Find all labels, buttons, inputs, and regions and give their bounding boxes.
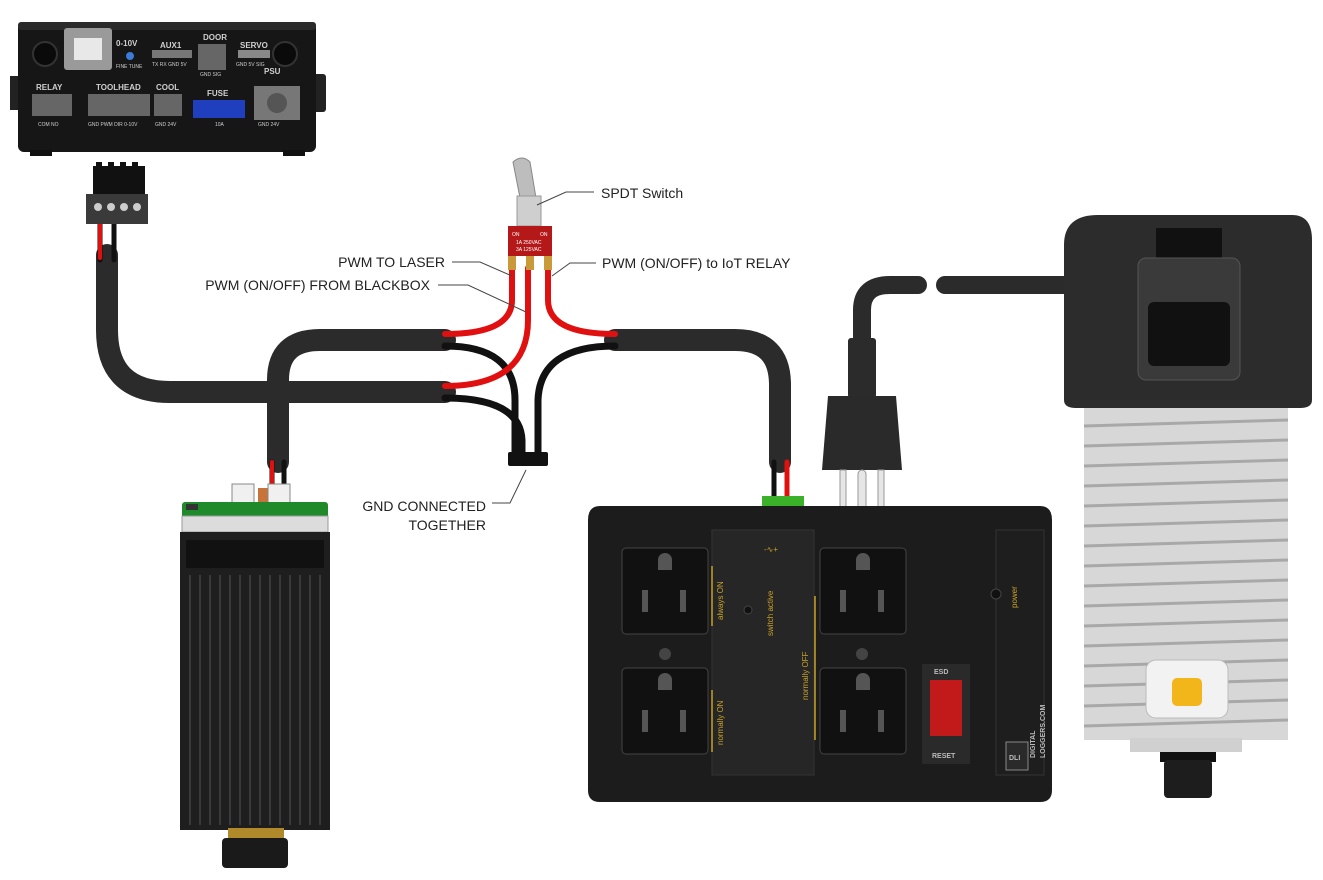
power-led [990, 588, 1002, 600]
label-switch-active: switch active [766, 590, 775, 636]
label-pwm-to-laser: PWM TO LASER [338, 254, 445, 270]
label-servo: SERVO [240, 41, 268, 50]
toolhead-plug [86, 162, 148, 224]
outlet-always-on[interactable] [621, 547, 709, 635]
switch-rating-2: 3A 125VAC [516, 247, 542, 253]
label-fine-tune: FINE TUNE [116, 64, 143, 70]
label-brand1: DIGITAL [1030, 730, 1037, 758]
label-power: power [1010, 586, 1019, 608]
dli-logo [1005, 741, 1029, 771]
label-aux1-pins: TX RX GND 5V [152, 62, 187, 68]
vacuum-body [1084, 408, 1288, 740]
outlet-normally-on[interactable] [621, 667, 709, 755]
annotations [438, 191, 596, 504]
spdt-switch[interactable]: ON ON 1A 250VAC 3A 125VAC [508, 157, 552, 270]
label-cool-pins: GND 24V [155, 122, 177, 128]
label-always-on: always ON [716, 581, 725, 620]
label-fuse-rating: 10A [215, 122, 225, 128]
red-wire-from-blackbox [442, 265, 531, 389]
laser-pcb [182, 502, 328, 518]
black-wire-from-laser [441, 342, 519, 462]
switch-active-led [743, 605, 753, 615]
laser-module [180, 483, 330, 868]
vacuum-ribs [1083, 418, 1289, 728]
red-wire-to-laser [442, 265, 515, 337]
blackbox-controller: 0-10V FINE TUNE AUX1 TX RX GND 5V DOOR G… [10, 22, 326, 156]
label-normally-off: normally OFF [801, 651, 810, 700]
red-wire-to-relay [545, 265, 618, 337]
black-wire-to-relay [534, 342, 619, 462]
outlet-normally-off-bottom[interactable] [819, 667, 907, 755]
label-relay: RELAY [36, 83, 63, 92]
black-wire-from-blackbox [441, 394, 526, 462]
label-input-polarity: -∿+ [764, 545, 778, 554]
fine-tune-pot[interactable] [126, 52, 134, 60]
laser-lens [222, 838, 288, 868]
laser-cable [267, 329, 456, 473]
label-esd: ESD [934, 669, 948, 676]
power-cord [853, 276, 927, 349]
label-normally-on: normally ON [716, 700, 725, 745]
vacuum-nozzle [1164, 760, 1212, 798]
label-relay-pins: COM NO [38, 122, 59, 128]
vacuum-motor [1064, 215, 1312, 798]
outlet-normally-off-top[interactable] [819, 547, 907, 635]
switch-rating-1: 1A 250VAC [516, 240, 542, 246]
label-door: DOOR [203, 33, 227, 42]
label-aux1: AUX1 [160, 41, 182, 50]
label-brand2: LOGGERS.COM [1040, 705, 1047, 758]
label-psu: PSU [264, 67, 281, 76]
blackbox-cable [96, 244, 456, 403]
heatsink-fins [189, 575, 321, 825]
laser-heatsink [180, 532, 330, 830]
label-pwm-to-iot: PWM (ON/OFF) to IoT RELAY [602, 255, 791, 271]
label-door-pins: GND SIG [200, 72, 221, 78]
vacuum-window [1148, 302, 1230, 366]
label-dli: DLI [1009, 755, 1020, 762]
vacuum-power-button[interactable] [1172, 678, 1202, 706]
gnd-splice [508, 452, 548, 466]
leader-pwm-to-laser [452, 261, 513, 277]
iot-relay: always ON normally ON normally OFF switc… [588, 496, 1052, 802]
label-toolhead-pins: GND PWM DIR 0-10V [88, 122, 138, 128]
power-plug [822, 338, 902, 529]
relay-input-cable [604, 329, 791, 473]
label-psu-pins: GND 24V [258, 122, 280, 128]
cables [96, 244, 1084, 473]
label-gnd-line1: GND CONNECTED [362, 498, 486, 514]
switch-on-right: ON [540, 232, 548, 238]
label-cool: COOL [156, 83, 179, 92]
leader-spdt [536, 191, 594, 206]
label-toolhead: TOOLHEAD [96, 83, 141, 92]
label-servo-pins: GND 5V SIG [236, 62, 265, 68]
label-gnd-line2: TOGETHER [408, 517, 486, 533]
label-fuse: FUSE [207, 89, 229, 98]
fuse [193, 100, 245, 118]
laser-lens-ring [228, 828, 284, 840]
label-pwm-from-blackbox: PWM (ON/OFF) FROM BLACKBOX [205, 277, 430, 293]
label-reset: RESET [932, 753, 956, 760]
leader-pwm-to-iot [551, 262, 596, 277]
leader-pwm-from-blackbox [438, 284, 527, 313]
label-spdt-switch: SPDT Switch [601, 185, 683, 201]
wires [97, 219, 790, 501]
leader-gnd [492, 469, 527, 504]
label-0-10v: 0-10V [116, 39, 138, 48]
switch-on-left: ON [512, 232, 520, 238]
